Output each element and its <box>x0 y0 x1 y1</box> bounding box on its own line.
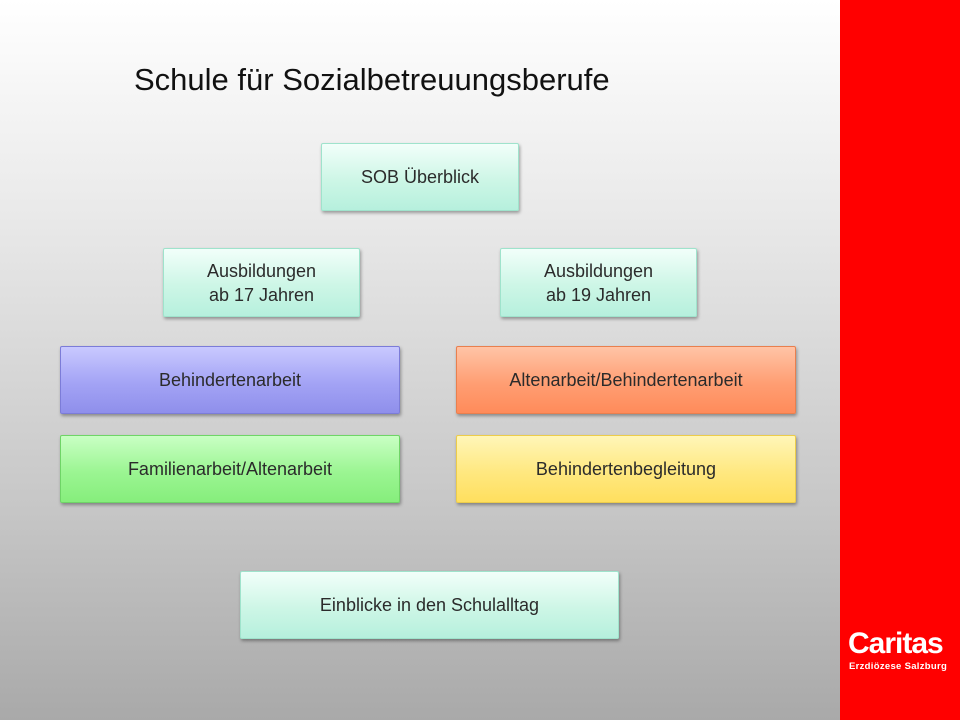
behindertenarbeit-label: Behindertenarbeit <box>158 370 302 390</box>
behindertenarbeit-button[interactable]: Behindertenarbeit <box>60 346 400 414</box>
schulalltag-label: Einblicke in den Schulalltag <box>319 595 540 615</box>
brand-side-bar <box>840 0 960 720</box>
training-age-19-button[interactable]: Ausbildungen ab 19 Jahren <box>500 248 697 317</box>
familienarbeit-altenarbeit-label: Familienarbeit/Altenarbeit <box>127 459 333 479</box>
caritas-logo-subtitle: Erzdiözese Salzburg <box>849 661 948 672</box>
schulalltag-button[interactable]: Einblicke in den Schulalltag <box>240 571 619 639</box>
training-age-17-label: Ausbildungen ab 17 Jahren <box>206 260 317 305</box>
caritas-logo: Caritas Erzdiözese Salzburg <box>848 628 956 673</box>
altenarbeit-behindertenarbeit-label: Altenarbeit/Behindertenarbeit <box>509 370 743 390</box>
training-age-17-button[interactable]: Ausbildungen ab 17 Jahren <box>163 248 360 317</box>
caritas-logo-wordmark: Caritas <box>848 627 944 660</box>
behindertenbegleitung-button[interactable]: Behindertenbegleitung <box>456 435 796 503</box>
altenarbeit-behindertenarbeit-button[interactable]: Altenarbeit/Behindertenarbeit <box>456 346 796 414</box>
page-title: Schule für Sozialbetreuungsberufe <box>134 62 610 97</box>
training-age-19-label: Ausbildungen ab 19 Jahren <box>543 260 654 305</box>
sob-overview-label: SOB Überblick <box>360 167 480 187</box>
familienarbeit-altenarbeit-button[interactable]: Familienarbeit/Altenarbeit <box>60 435 400 503</box>
behindertenbegleitung-label: Behindertenbegleitung <box>535 459 717 479</box>
sob-overview-button[interactable]: SOB Überblick <box>321 143 519 211</box>
